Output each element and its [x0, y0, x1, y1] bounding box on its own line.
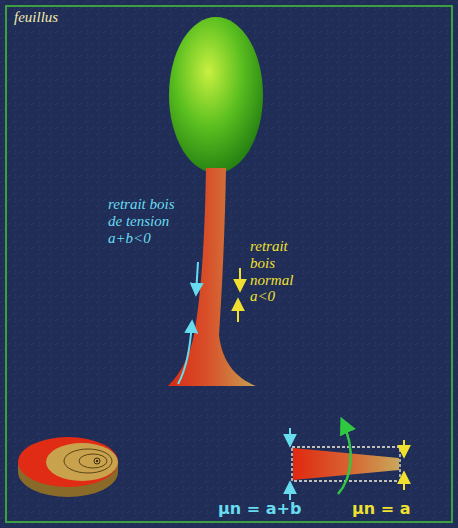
diagram-title: feuillus: [14, 9, 58, 26]
tree-crown: [169, 17, 263, 173]
shrink-arrow: [289, 428, 291, 445]
bent-beam: [293, 448, 399, 480]
bending-arrow: [338, 420, 351, 494]
shrink-arrow: [403, 473, 405, 490]
shrink-arrow: [403, 440, 405, 456]
shrink-arrow: [239, 268, 241, 290]
tree-trunk: [168, 168, 256, 386]
shrinkage-label: retrait bois normal a<0: [250, 238, 312, 305]
shrinkage-label: retrait bois de tension a+b<0: [108, 196, 182, 246]
log-section: [18, 437, 118, 497]
shrink-arrow: [289, 483, 291, 500]
formula-label: μn = a+b: [218, 500, 301, 518]
dashed-outline: [292, 447, 400, 481]
shrink-arrow: [178, 322, 192, 384]
shrink-arrow: [196, 262, 198, 294]
shrink-arrow: [237, 300, 239, 322]
frame: [6, 6, 452, 522]
formula-label: μn = a: [352, 500, 411, 518]
